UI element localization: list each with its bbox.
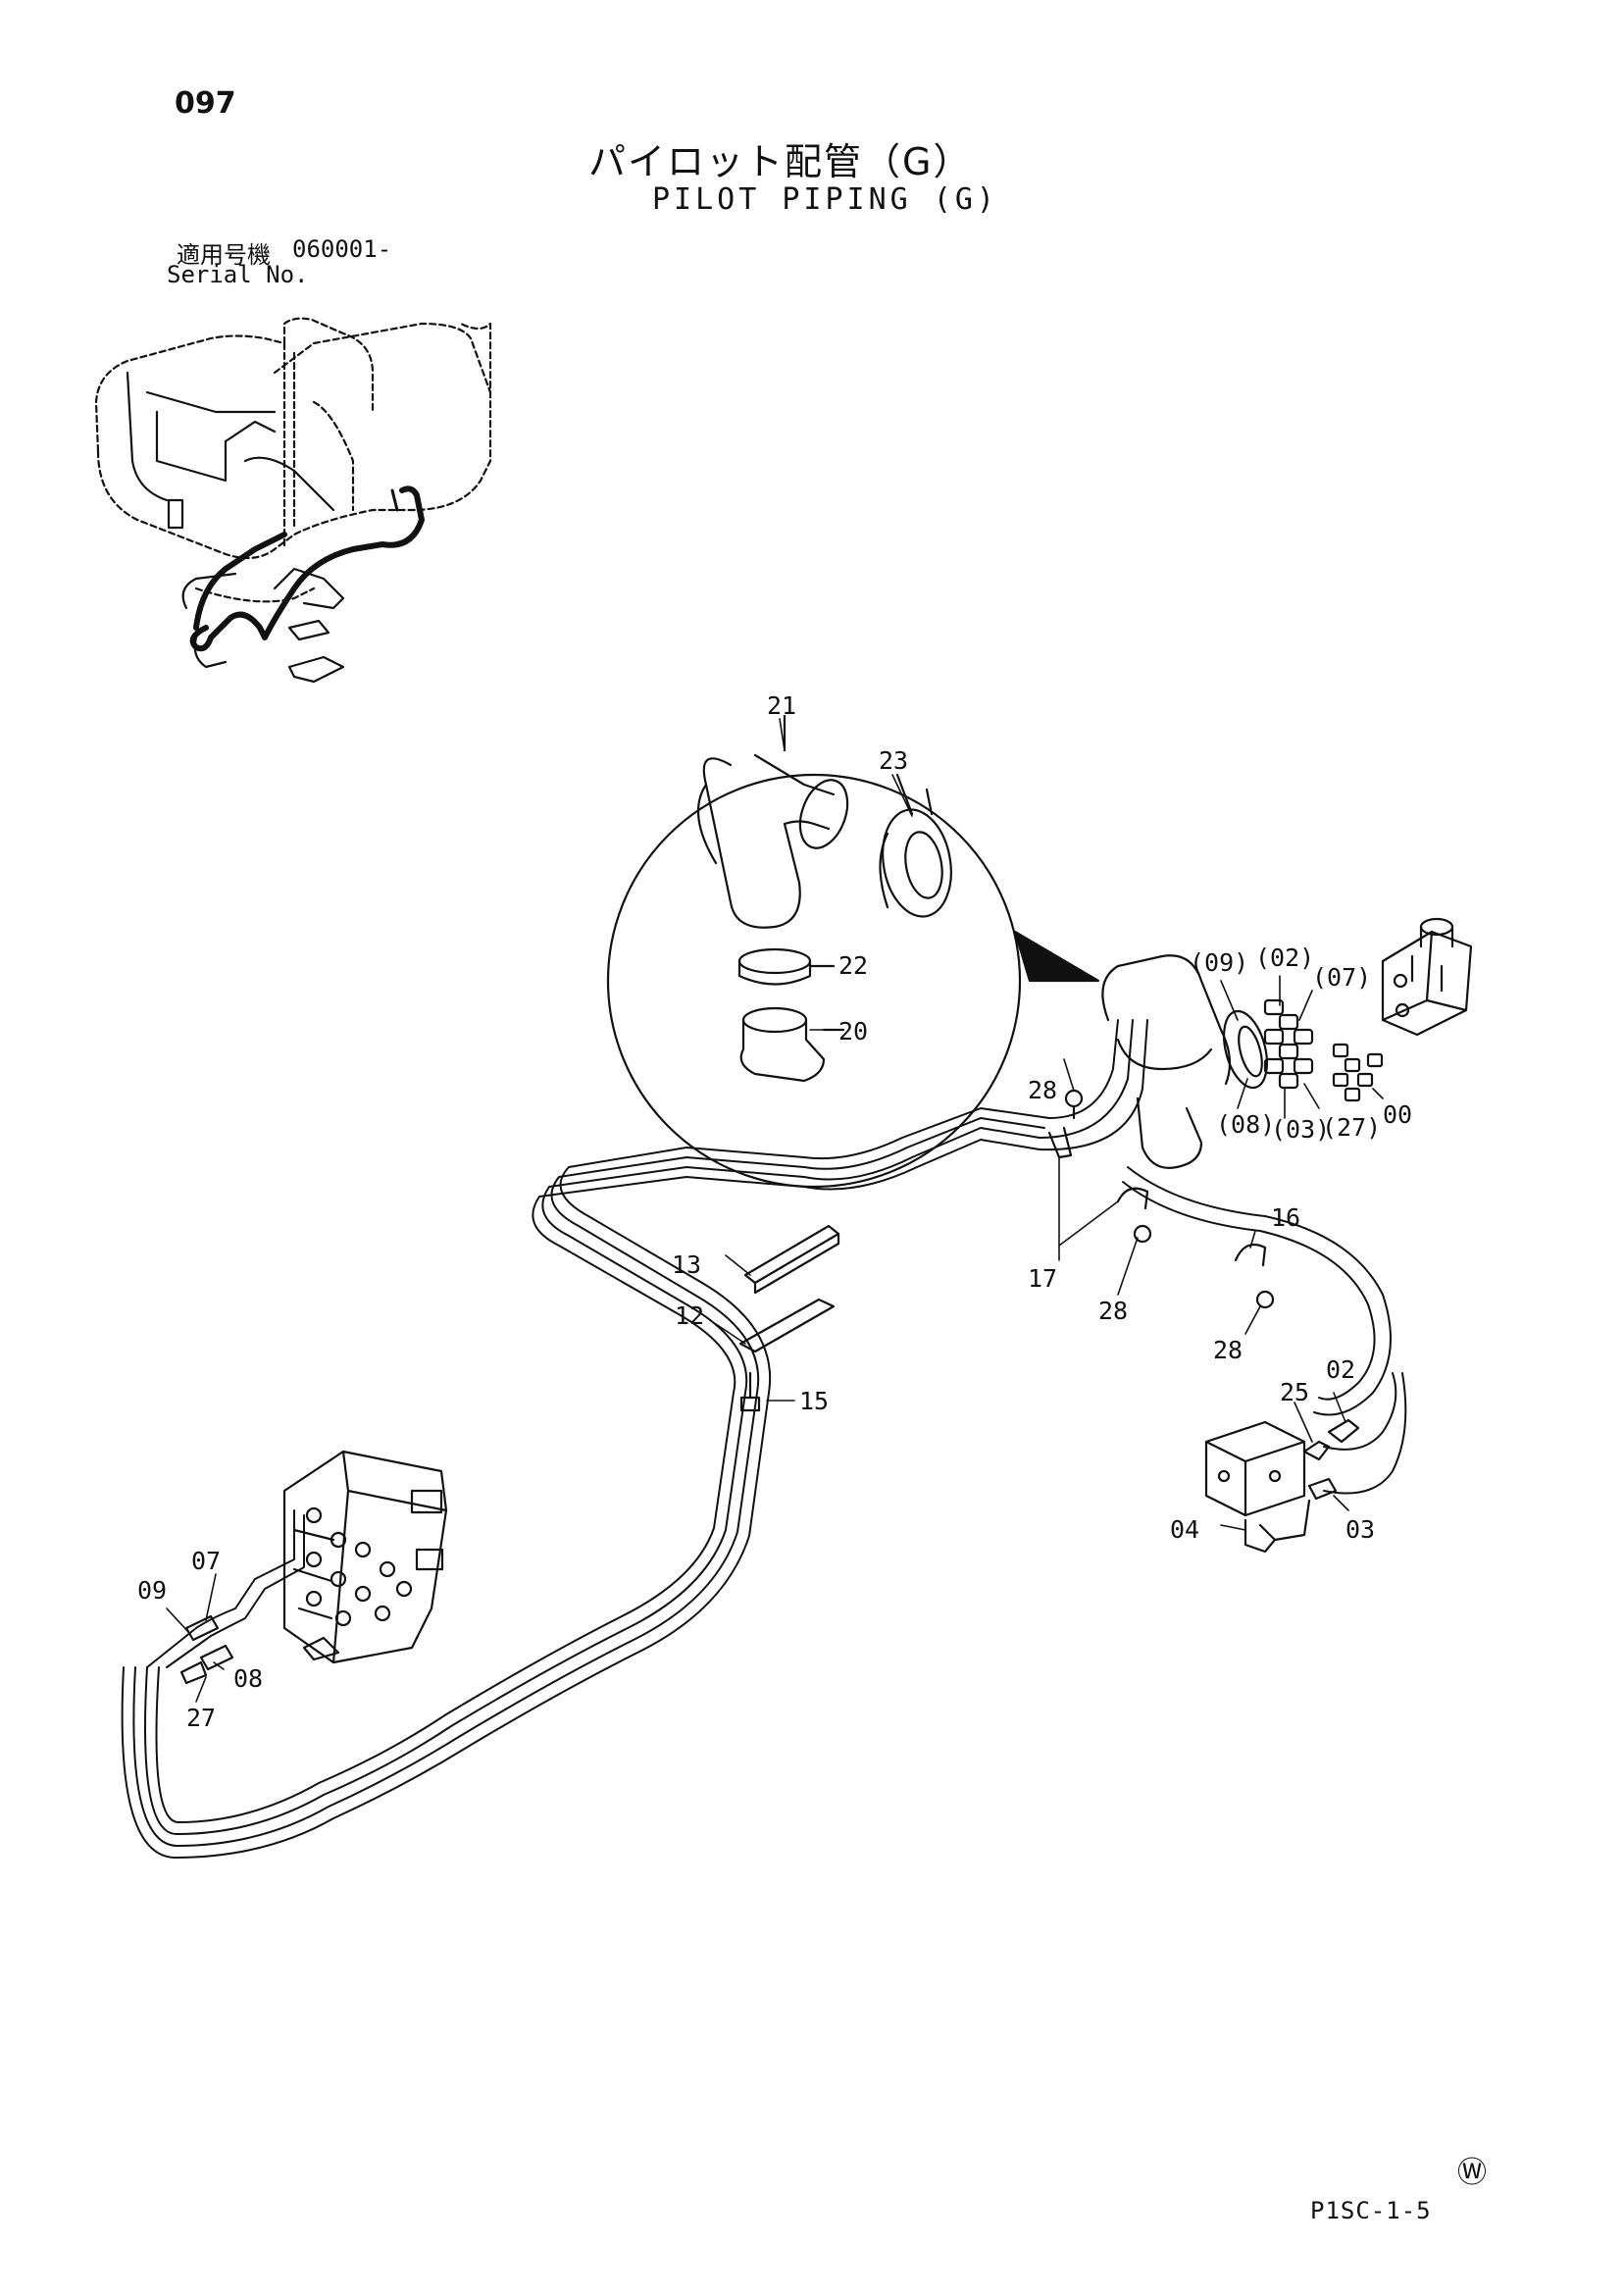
callout-12: 12 xyxy=(675,1301,704,1330)
callout-07: 07 xyxy=(191,1547,221,1575)
clamp-17 xyxy=(1047,1126,1149,1210)
pilot-hose-bundle xyxy=(121,1019,1407,1859)
callout-16: 16 xyxy=(1271,1203,1300,1232)
callout-08-ref: (08) xyxy=(1216,1110,1275,1139)
footer-code: P1SC-1-5 xyxy=(1310,2197,1432,2224)
connector-cluster xyxy=(1101,917,1473,1169)
bolt-28-top xyxy=(1064,1089,1084,1120)
callout-09-ref: (09) xyxy=(1190,948,1248,977)
callout-20: 20 xyxy=(838,1017,868,1046)
pilot-valve-body xyxy=(1381,917,1473,1037)
callout-28-right: 28 xyxy=(1213,1336,1243,1364)
callout-03-ref: (03) xyxy=(1271,1115,1330,1144)
valve-fittings xyxy=(179,1614,234,1685)
callout-08: 08 xyxy=(233,1664,263,1693)
boot-base-20 xyxy=(739,1006,845,1083)
cab-locator-illustration xyxy=(94,317,492,684)
bolt-28-mid xyxy=(1133,1224,1152,1244)
callout-27-ref: (27) xyxy=(1322,1113,1381,1142)
page-title-english: PILOT PIPING (G) xyxy=(652,182,998,217)
bracket-13 xyxy=(743,1224,840,1295)
control-valve-body xyxy=(282,1450,448,1664)
clamp-16 xyxy=(1234,1243,1267,1267)
plate-12 xyxy=(738,1298,836,1353)
callout-09: 09 xyxy=(137,1576,167,1605)
callout-17: 17 xyxy=(1028,1264,1057,1293)
callout-23: 23 xyxy=(879,746,908,775)
fitting-group-00 xyxy=(1332,1043,1384,1102)
callout-22: 22 xyxy=(838,951,868,980)
callout-25: 25 xyxy=(1280,1378,1309,1406)
callout-07-ref: (07) xyxy=(1312,963,1371,992)
callout-02-ref: (02) xyxy=(1255,944,1314,972)
callout-21: 21 xyxy=(767,691,796,720)
bolt-28-right xyxy=(1255,1290,1275,1309)
serial-number-value: 060001- xyxy=(292,235,392,263)
grommet-23 xyxy=(879,788,952,918)
fittings-block xyxy=(1263,998,1314,1090)
boot-hose-21 xyxy=(702,757,831,929)
callout-00: 00 xyxy=(1383,1100,1412,1129)
pressure-switch-block xyxy=(1204,1418,1360,1554)
leader-lines xyxy=(166,718,1384,1703)
page-title-japanese: パイロット配管（G） xyxy=(588,140,973,183)
detail-circle xyxy=(606,714,1100,1189)
callout-03: 03 xyxy=(1345,1515,1375,1544)
w-symbol: Ⓦ xyxy=(1457,2156,1487,2190)
callout-04: 04 xyxy=(1170,1515,1199,1544)
callout-13: 13 xyxy=(672,1250,701,1279)
callout-27: 27 xyxy=(186,1704,216,1732)
callout-02: 02 xyxy=(1326,1355,1355,1384)
callout-labels: 21 23 22 20 (09) (02) (07) 00 (08) (03) … xyxy=(137,691,1412,1732)
serial-label-japanese: 適用号機 xyxy=(177,241,271,269)
page-number: 097 xyxy=(175,86,236,121)
callout-15: 15 xyxy=(799,1387,829,1415)
callout-28-top: 28 xyxy=(1028,1076,1057,1104)
bolt-15 xyxy=(739,1371,761,1412)
callout-28-mid: 28 xyxy=(1098,1297,1128,1325)
serial-label-english: Serial No. xyxy=(167,261,309,288)
